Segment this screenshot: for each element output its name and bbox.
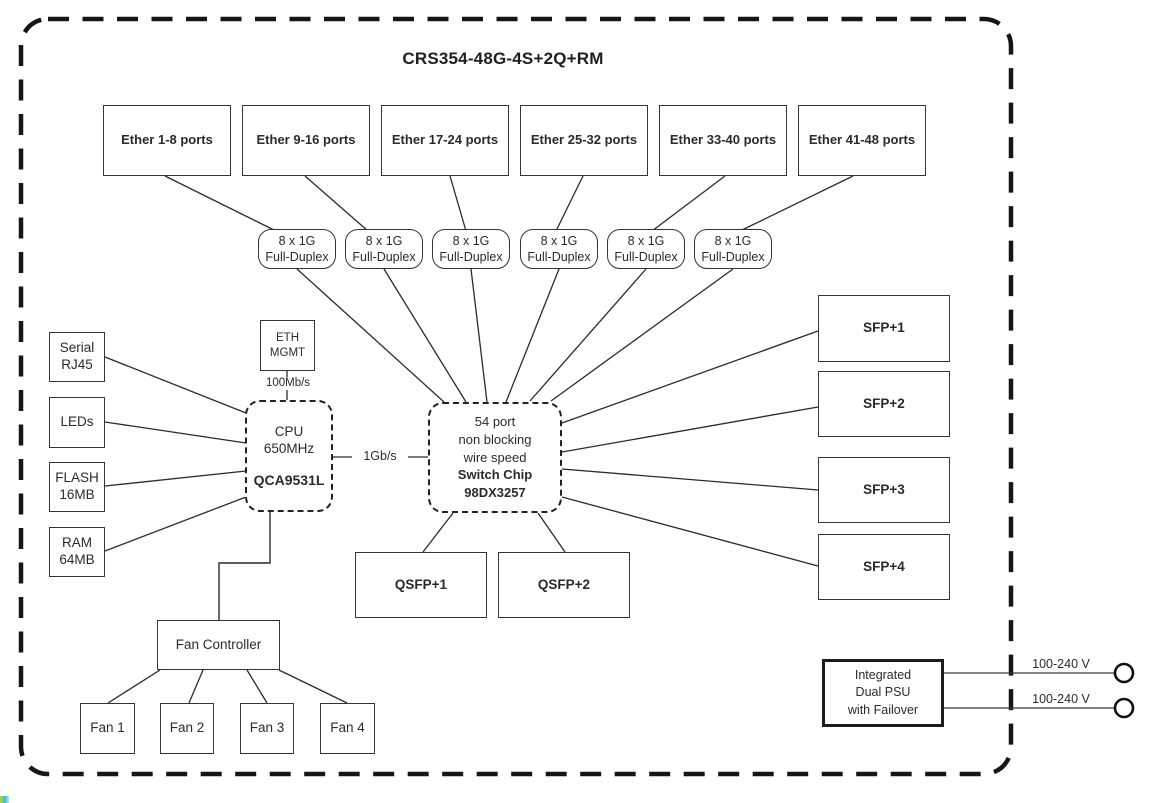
phy-speed: 8 x 1G [627, 233, 665, 248]
ether-group-label: Ether 17-24 ports [391, 132, 499, 148]
ether-group-label: Ether 9-16 ports [256, 132, 356, 148]
ram-box: RAM 64MB [49, 527, 105, 577]
sfp3-box: SFP+3 [818, 457, 950, 523]
phy-link-box-1: 8 x 1G Full-Duplex [258, 229, 336, 269]
eth-mgmt-label: ETH [276, 331, 299, 344]
qsfp-label: QSFP+2 [537, 576, 591, 592]
phy-link-box-5: 8 x 1G Full-Duplex [607, 229, 685, 269]
psu-input-lines [944, 672, 1114, 709]
phy-speed: 8 x 1G [714, 233, 752, 248]
cpu-switch-link-label: 1Gb/s [352, 449, 408, 464]
voltage-label-top: 100-240 V [1032, 657, 1090, 671]
switch-to-sfp-lines [561, 330, 819, 567]
cpu-clock: 650MHz [263, 441, 315, 457]
switch-chip-box: 54 port non blocking wire speed Switch C… [428, 402, 562, 513]
sfp1-box: SFP+1 [818, 295, 950, 362]
qsfp-label: QSFP+1 [394, 576, 448, 592]
sfp-label: SFP+2 [863, 395, 905, 411]
sfp-label: SFP+1 [863, 320, 905, 336]
switch-chip-desc: wire speed [463, 449, 527, 465]
fan2-box: Fan 2 [160, 703, 214, 754]
switch-chip-desc: non blocking [458, 431, 532, 447]
psu-label: Integrated [854, 667, 912, 682]
chassis-border [18, 16, 1014, 777]
ram-label: RAM [62, 535, 92, 551]
sfp2-box: SFP+2 [818, 371, 950, 437]
psu-label: Dual PSU [855, 685, 911, 700]
ether-group-box-4: Ether 25-32 ports [520, 105, 648, 176]
watermark-artifact [0, 796, 9, 803]
phy-duplex: Full-Duplex [527, 250, 591, 264]
eth-mgmt-box: ETH MGMT [260, 320, 315, 371]
phy-link-box-6: 8 x 1G Full-Duplex [694, 229, 772, 269]
ether-group-box-1: Ether 1-8 ports [103, 105, 231, 176]
sfp-label: SFP+4 [863, 558, 905, 574]
flash-label: 16MB [59, 487, 95, 502]
phy-speed: 8 x 1G [540, 233, 578, 248]
fan4-box: Fan 4 [320, 703, 375, 754]
ether-group-label: Ether 33-40 ports [669, 132, 777, 148]
flash-label: FLASH [55, 470, 99, 486]
sfp-label: SFP+3 [863, 481, 905, 497]
fan-controller-label: Fan Controller [175, 636, 262, 652]
serial-label: RJ45 [61, 357, 93, 372]
phy-duplex: Full-Duplex [352, 250, 416, 264]
peripheral-to-cpu-lines [104, 356, 247, 552]
fan-label: Fan 3 [249, 720, 285, 736]
cpu-model: QCA9531L [253, 471, 325, 488]
fan3-box: Fan 3 [240, 703, 294, 754]
switch-chip-model: 98DX3257 [464, 485, 526, 500]
phy-speed: 8 x 1G [365, 233, 403, 248]
ether-group-box-6: Ether 41-48 ports [798, 105, 926, 176]
phy-duplex: Full-Duplex [614, 250, 678, 264]
fan-controller-to-fan-lines [107, 669, 348, 704]
cpu-type: CPU [274, 423, 304, 439]
phy-speed: 8 x 1G [452, 233, 490, 248]
phy-duplex: Full-Duplex [439, 250, 503, 264]
fan-label: Fan 4 [330, 720, 365, 736]
phy-to-switch-lines [296, 268, 734, 403]
leds-box: LEDs [49, 397, 105, 448]
mgmt-speed-label: 100Mb/s [258, 377, 318, 390]
qsfp2-box: QSFP+2 [498, 552, 630, 618]
qsfp1-box: QSFP+1 [355, 552, 487, 618]
phy-link-box-2: 8 x 1G Full-Duplex [345, 229, 423, 269]
power-inlet-icons [1113, 662, 1135, 719]
flash-box: FLASH 16MB [49, 462, 105, 512]
ether-group-box-2: Ether 9-16 ports [242, 105, 370, 176]
switch-chip-desc: 54 port [474, 414, 516, 430]
ether-group-label: Ether 25-32 ports [530, 132, 638, 148]
ram-label: 64MB [59, 552, 95, 567]
phy-link-box-3: 8 x 1G Full-Duplex [432, 229, 510, 269]
ether-group-box-3: Ether 17-24 ports [381, 105, 509, 176]
phy-duplex: Full-Duplex [701, 250, 765, 264]
cpu-box: CPU 650MHz QCA9531L [245, 400, 333, 512]
phy-duplex: Full-Duplex [265, 250, 329, 264]
phy-speed: 8 x 1G [278, 233, 316, 248]
power-inlet-icon [1113, 697, 1135, 719]
ether-group-box-5: Ether 33-40 ports [659, 105, 787, 176]
ether-group-label: Ether 41-48 ports [808, 132, 916, 148]
cpu-to-fan-controller-line [218, 512, 271, 620]
power-inlet-icon [1113, 662, 1135, 684]
serial-box: Serial RJ45 [49, 332, 105, 382]
leds-label: LEDs [60, 414, 94, 430]
fan-label: Fan 1 [90, 720, 125, 736]
psu-box: Integrated Dual PSU with Failover [822, 659, 944, 727]
fan-controller-box: Fan Controller [157, 620, 280, 670]
sfp4-box: SFP+4 [818, 534, 950, 600]
serial-label: Serial [59, 340, 95, 356]
phy-link-box-4: 8 x 1G Full-Duplex [520, 229, 598, 269]
ether-group-label: Ether 1-8 ports [121, 132, 213, 148]
switch-chip-name: Switch Chip [457, 467, 533, 483]
fan1-box: Fan 1 [80, 703, 135, 754]
voltage-label-bottom: 100-240 V [1032, 692, 1090, 706]
diagram-title: CRS354-48G-4S+2Q+RM [402, 49, 604, 68]
switch-to-qsfp-lines [422, 512, 566, 553]
eth-mgmt-label: MGMT [269, 346, 306, 359]
fan-label: Fan 2 [169, 720, 205, 736]
ether-to-phy-lines [164, 175, 854, 232]
psu-label: with Failover [847, 702, 919, 717]
